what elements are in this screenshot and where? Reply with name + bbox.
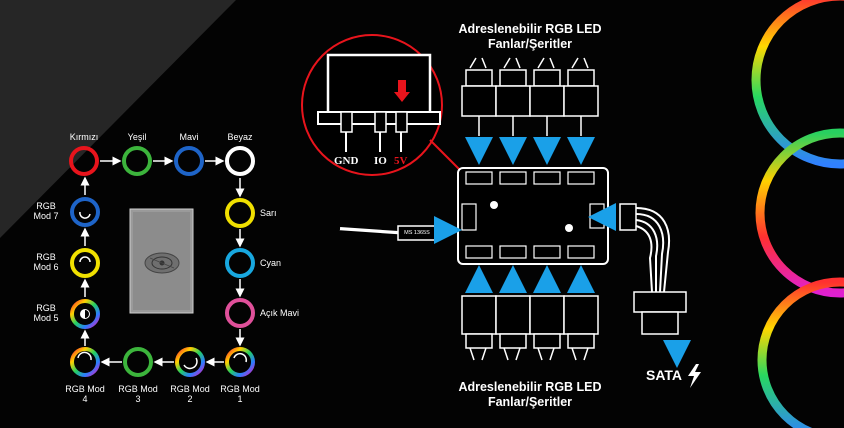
input-cable xyxy=(339,216,462,244)
cable-tag: MS 1365S xyxy=(404,230,430,236)
ring-mode7 xyxy=(70,197,100,227)
pin-gnd-label: GND xyxy=(334,155,359,167)
ring-mode1 xyxy=(225,347,255,377)
label-mode4: RGB Mod 4 xyxy=(65,384,105,404)
ring-blue xyxy=(174,146,204,176)
label-yellow: Sarı xyxy=(260,208,277,218)
ring-white xyxy=(225,146,255,176)
bottom-connectors xyxy=(461,295,599,361)
ring-cyan xyxy=(225,248,255,278)
hub-board xyxy=(457,167,609,265)
label-white: Beyaz xyxy=(227,132,253,142)
title-bottom-line2: Fanlar/Şeritler xyxy=(487,395,573,409)
label-mode3: RGB Mod 3 xyxy=(118,384,158,404)
label-mode5: RGB Mod 5 xyxy=(33,303,59,323)
ring-mode3 xyxy=(123,347,153,377)
label-mode7: RGB Mod 7 xyxy=(33,201,59,221)
ring-mode6 xyxy=(70,248,100,278)
title-bottom: Adreslenebilir RGB LED Fanlar/Şeritler xyxy=(420,380,640,410)
label-mode2: RGB Mod 2 xyxy=(170,384,210,404)
ring-mode2 xyxy=(175,347,205,377)
label-mode1: RGB Mod 1 xyxy=(220,384,260,404)
ring-mode4 xyxy=(70,347,100,377)
top-connectors xyxy=(461,57,599,136)
ring-red xyxy=(69,146,99,176)
title-top-line1: Adreslenebilir RGB LED xyxy=(458,22,602,36)
ring-yellow xyxy=(225,198,255,228)
sata-cable xyxy=(588,203,701,388)
label-blue: Mavi xyxy=(179,132,199,142)
sata-label: SATA xyxy=(646,367,683,383)
pin-5v-label: 5V xyxy=(394,155,408,167)
title-top-line2: Fanlar/Şeritler xyxy=(487,37,573,51)
pinout-zoom xyxy=(301,34,463,176)
ring-mode5 xyxy=(70,299,100,329)
pin-io-label: IO xyxy=(374,155,387,167)
title-top: Adreslenebilir RGB LED Fanlar/Şeritler xyxy=(420,22,640,52)
fan-rings xyxy=(751,0,844,428)
label-green: Yeşil xyxy=(127,132,147,142)
controller-photo xyxy=(129,208,194,314)
label-light-blue: Açık Mavi xyxy=(260,308,300,318)
ring-light-blue xyxy=(225,298,255,328)
label-mode6: RGB Mod 6 xyxy=(33,252,59,272)
ring-green xyxy=(122,146,152,176)
label-cyan: Cyan xyxy=(260,258,282,268)
lightning-icon xyxy=(688,364,701,388)
label-red: Kırmızı xyxy=(69,132,99,142)
title-bottom-line1: Adreslenebilir RGB LED xyxy=(458,380,602,394)
